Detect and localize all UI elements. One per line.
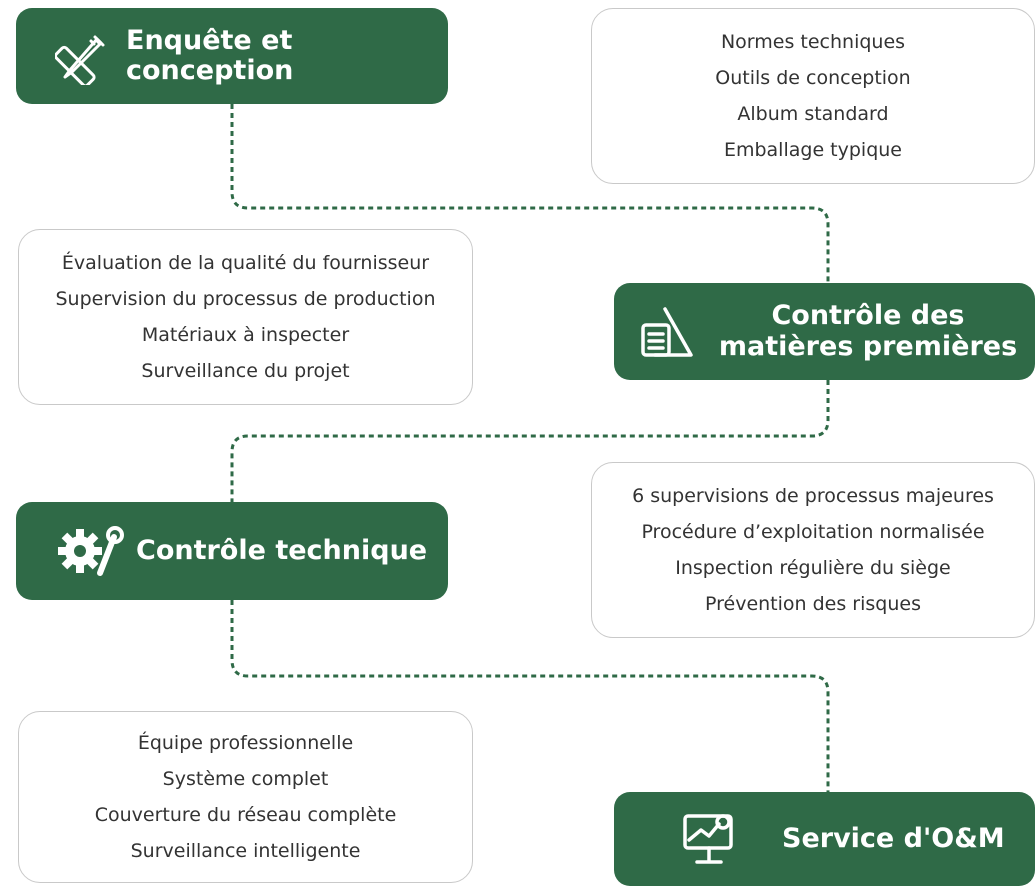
- detail-item: Supervision du processus de production: [55, 288, 436, 310]
- detail-box-raw-material: Évaluation de la qualité du fournisseur …: [18, 229, 473, 405]
- stage-title: Enquête et conception: [126, 24, 294, 86]
- detail-item: Système complet: [162, 768, 329, 790]
- stage-om-service: Service d'O&M: [614, 792, 1035, 886]
- detail-box-technical: 6 supervisions de processus majeures Pro…: [591, 462, 1035, 638]
- detail-item: Matériaux à inspecter: [141, 324, 350, 346]
- detail-item: Surveillance du projet: [141, 360, 350, 382]
- connector-3: [230, 600, 830, 792]
- detail-box-design: Normes techniques Outils de conception A…: [591, 8, 1035, 184]
- detail-item: Surveillance intelligente: [130, 840, 361, 862]
- connector-1: [230, 104, 830, 283]
- detail-item: Couverture du réseau complète: [94, 804, 397, 826]
- detail-item: 6 supervisions de processus majeures: [632, 485, 994, 507]
- pencil-ruler-icon: [54, 26, 114, 86]
- stage-title: Contrôle des matières premières: [718, 300, 1018, 362]
- detail-item: Procédure d’exploitation normalisée: [641, 521, 985, 543]
- stage-title: Service d'O&M: [782, 822, 1005, 854]
- detail-item: Outils de conception: [715, 67, 911, 89]
- monitor-chart-icon: [678, 808, 742, 870]
- detail-item: Prévention des risques: [705, 593, 921, 615]
- stage-survey-design: Enquête et conception: [16, 8, 448, 104]
- connector-2: [230, 380, 830, 502]
- stage-raw-material-control: Contrôle des matières premières: [614, 283, 1035, 380]
- stage-title: Contrôle technique: [136, 534, 428, 566]
- detail-item: Album standard: [737, 103, 889, 125]
- detail-item: Inspection régulière du siège: [675, 557, 951, 579]
- detail-item: Évaluation de la qualité du fournisseur: [61, 252, 430, 274]
- stage-technical-control: Contrôle technique: [16, 502, 448, 600]
- gear-wrench-icon: [56, 521, 124, 581]
- detail-item: Normes techniques: [720, 31, 906, 53]
- detail-item: Emballage typique: [723, 139, 903, 161]
- detail-box-om: Équipe professionnelle Système complet C…: [18, 711, 473, 883]
- detail-item: Équipe professionnelle: [137, 732, 354, 754]
- document-warning-icon: [634, 300, 698, 364]
